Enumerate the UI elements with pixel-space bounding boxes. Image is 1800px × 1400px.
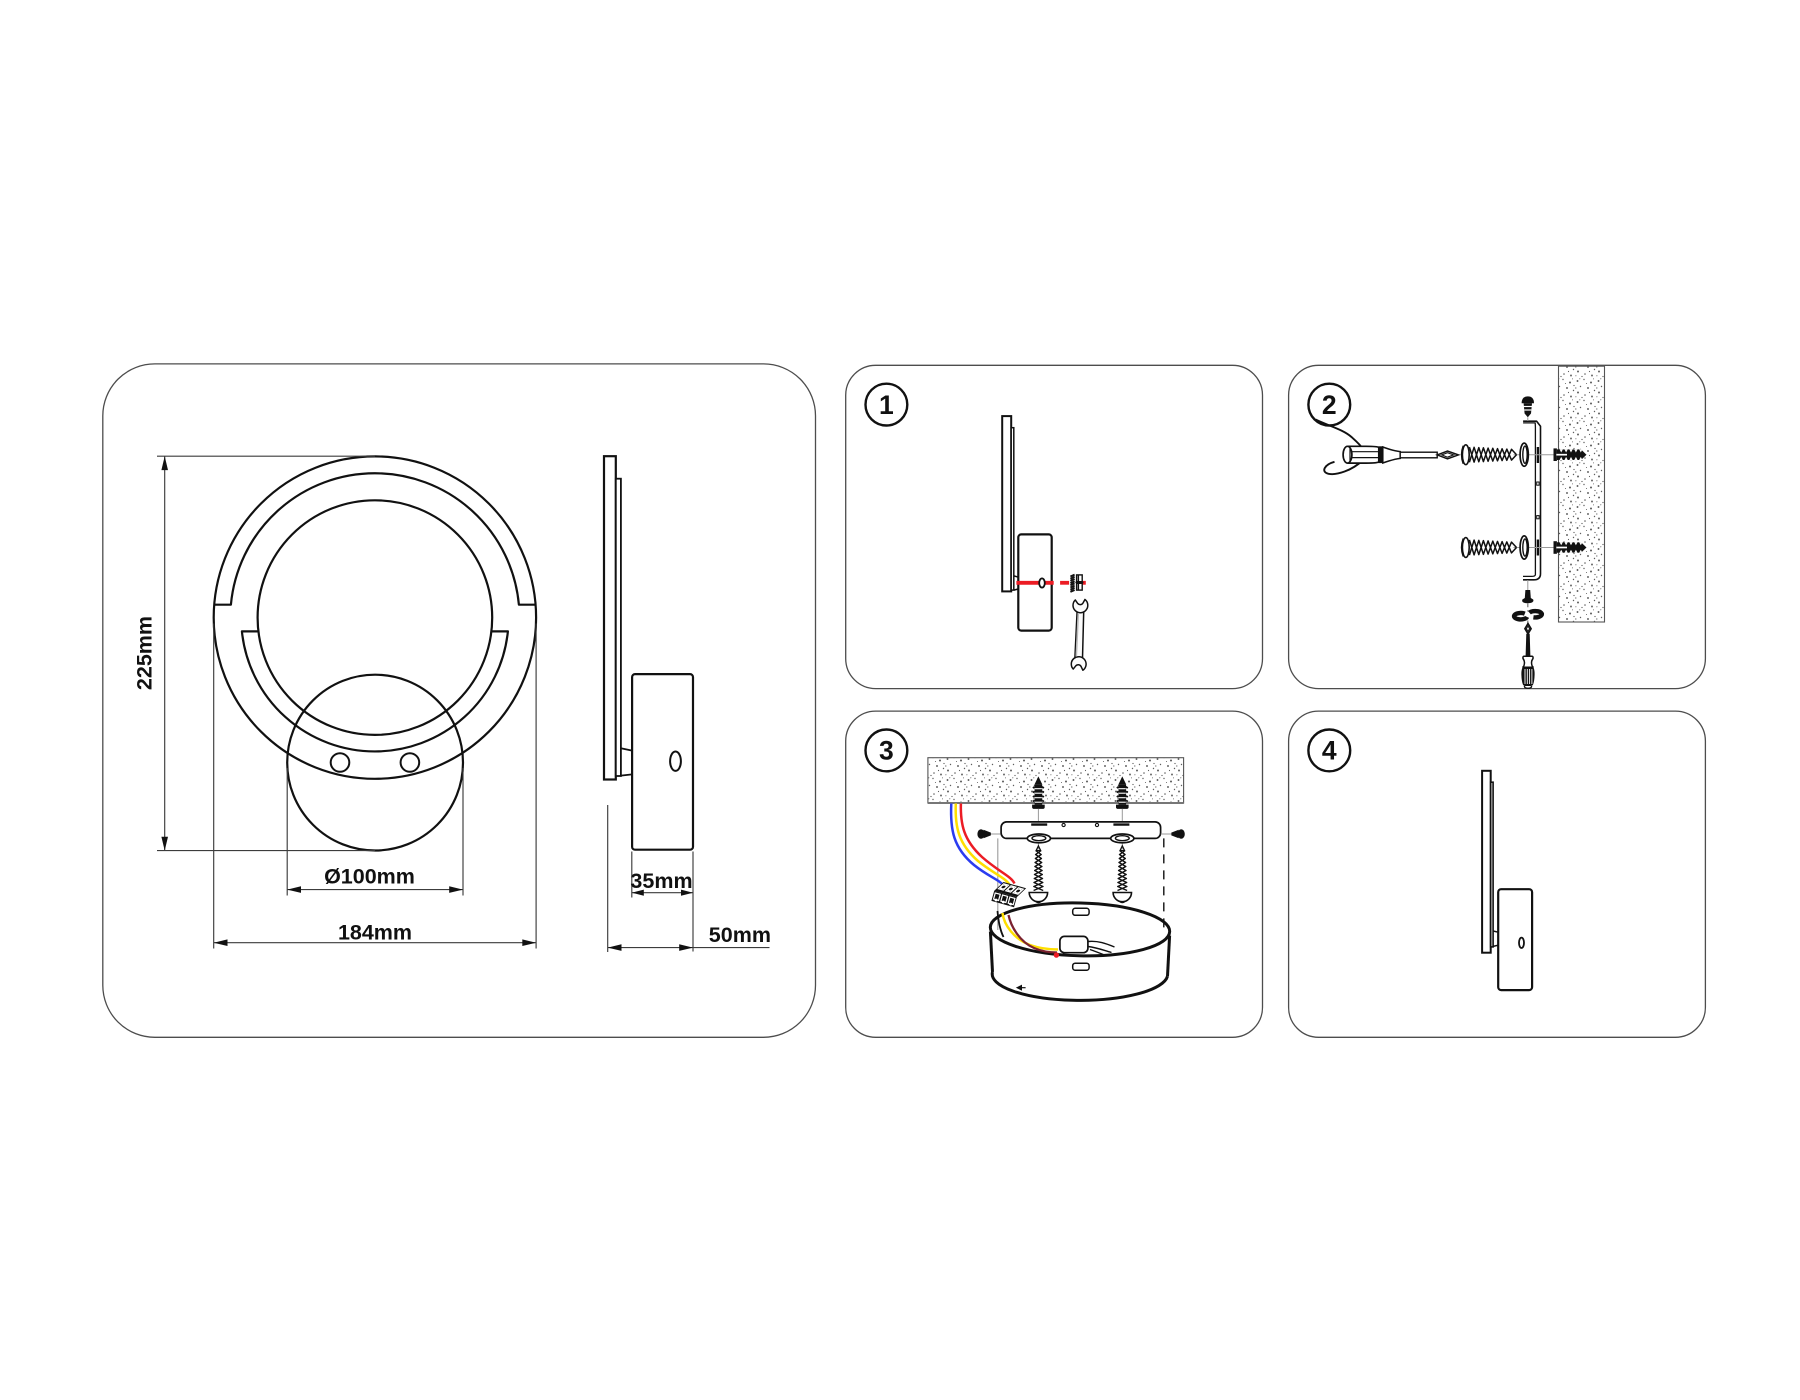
svg-text:1: 1 bbox=[879, 390, 894, 420]
svg-text:3: 3 bbox=[879, 736, 894, 766]
svg-text:2: 2 bbox=[1322, 390, 1337, 420]
svg-text:Ø100mm: Ø100mm bbox=[324, 865, 415, 889]
svg-text:225mm: 225mm bbox=[133, 616, 157, 690]
svg-text:35mm: 35mm bbox=[630, 869, 692, 893]
svg-text:184mm: 184mm bbox=[338, 921, 412, 945]
svg-text:4: 4 bbox=[1322, 736, 1337, 766]
svg-text:50mm: 50mm bbox=[709, 923, 771, 947]
